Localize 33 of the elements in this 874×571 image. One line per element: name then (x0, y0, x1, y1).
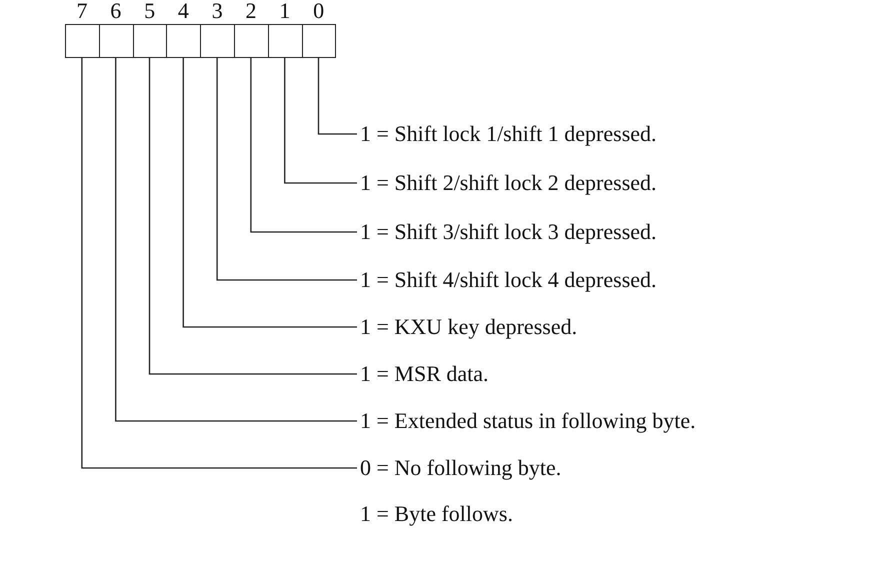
bit-number: 0 (312, 0, 326, 24)
bit-description: 1 = Shift lock 1/shift 1 depressed. (360, 120, 657, 148)
leader-line (216, 58, 357, 281)
bit-description: 1 = Byte follows. (360, 500, 514, 528)
bit-description: 1 = Shift 4/shift lock 4 depressed. (360, 266, 657, 294)
bit-cell (166, 24, 202, 58)
bit-description: 1 = Shift 3/shift lock 3 depressed. (360, 218, 657, 246)
bit-number: 6 (109, 0, 122, 24)
bit-number: 2 (244, 0, 258, 24)
bit-cell (302, 24, 336, 58)
bit-cell (98, 24, 134, 58)
leader-line (318, 58, 357, 135)
bit-cell (234, 24, 269, 58)
leader-line (250, 58, 357, 233)
bit-number: 1 (278, 0, 292, 24)
bit-description: 1 = Extended status in following byte. (360, 407, 696, 435)
bit-number: 4 (176, 0, 190, 24)
bit-cell (132, 24, 168, 58)
leader-line (182, 58, 357, 328)
leader-line (148, 58, 357, 375)
bit-cell (200, 24, 235, 58)
bit-number: 7 (76, 0, 88, 24)
leader-line (81, 58, 357, 469)
bit-cell (268, 24, 303, 58)
bit-number: 3 (210, 0, 224, 24)
bit-cell (65, 24, 100, 58)
bit-description: 1 = KXU key depressed. (360, 313, 578, 341)
bit-description: 1 = MSR data. (360, 360, 489, 388)
leader-line (115, 58, 357, 422)
bit-description: 1 = Shift 2/shift lock 2 depressed. (360, 169, 657, 197)
leader-line (284, 58, 357, 184)
bit-description: 0 = No following byte. (360, 454, 562, 482)
bit-number: 5 (143, 0, 156, 24)
